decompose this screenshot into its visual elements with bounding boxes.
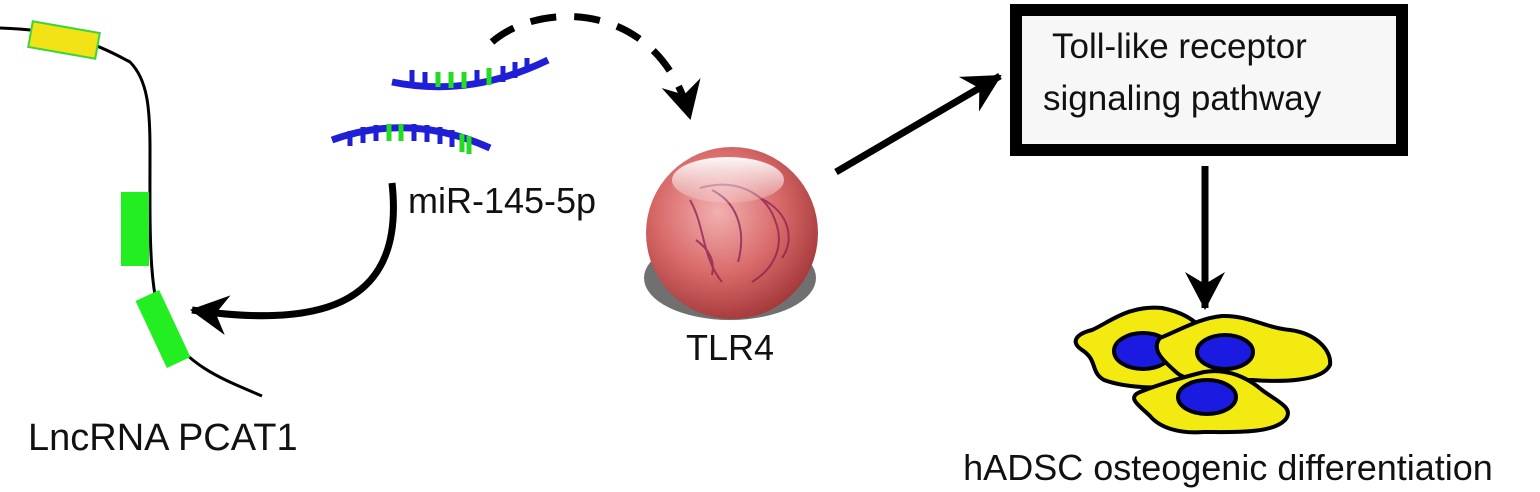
- cell-3: [1132, 369, 1290, 435]
- mirna-to-tlr4-dashed-arrow: [489, 13, 701, 120]
- pathway-label-line1: Toll-like receptor: [1052, 27, 1307, 66]
- tlr4-to-pathway-arrow: [834, 72, 1002, 176]
- cell-cluster-icon: [1073, 305, 1333, 435]
- mirna-duplex-icon: [330, 56, 550, 154]
- tlr4-label: TLR4: [686, 327, 774, 368]
- sphere-highlight: [672, 157, 784, 203]
- lncrna-strand: [0, 20, 263, 398]
- exon-green-1: [121, 192, 149, 266]
- exon-green-2: [135, 289, 191, 369]
- outcome-label: hADSC osteogenic differentiation: [963, 447, 1493, 488]
- tlr4-sphere-icon: [644, 147, 818, 320]
- mirna-label: miR-145-5p: [408, 180, 596, 221]
- mirna-to-lncrna-arrow: [190, 182, 397, 335]
- pathway-box: [1010, 4, 1408, 156]
- lncrna-label: LncRNA PCAT1: [28, 417, 298, 459]
- pathway-label-line2: signaling pathway: [1043, 79, 1322, 118]
- exon-yellow: [27, 20, 101, 60]
- cell-2: [1154, 313, 1333, 383]
